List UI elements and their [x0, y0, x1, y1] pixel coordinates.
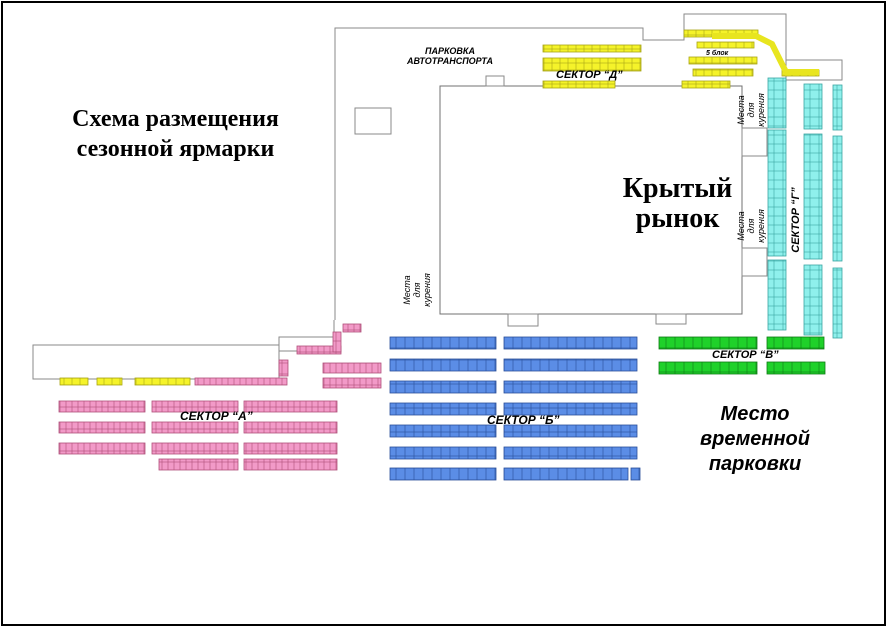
smoking-1-line-3: курения [755, 93, 766, 127]
sector-a-stall-row [194, 377, 288, 386]
sector-a-stalls [58, 323, 382, 471]
smoking-area-1: Места для курения [736, 93, 767, 127]
block-note: 5 блок [706, 50, 729, 57]
sector-b-stall-row [389, 424, 497, 438]
sector-b-stall-row [503, 336, 638, 350]
sector-b-stall-row [503, 467, 629, 481]
sector-b-label: СЕКТОР “Б” [487, 413, 560, 427]
building-outlines [32, 13, 843, 380]
temp-parking-line-3: парковки [708, 453, 802, 475]
sector-v-stall-row [766, 361, 826, 375]
sector-a-stall-row [58, 400, 146, 413]
sector-a-stall-row [58, 442, 146, 455]
sector-d-stall-row [692, 68, 754, 77]
sector-d-stall-row [688, 56, 758, 65]
sector-b-stall-row [389, 358, 497, 372]
sector-a-stall-row [342, 323, 362, 333]
temp-parking-line-2: временной [700, 428, 810, 450]
sector-d-stall-row [96, 377, 123, 386]
sector-d-stall-row [134, 377, 191, 386]
market-line-1: Крытый [622, 173, 733, 204]
sector-v-stalls [658, 336, 826, 375]
sector-g-stall-row [767, 259, 787, 331]
sector-b-stall-row [389, 380, 497, 394]
map-title: Схема размещения сезонной ярмарки [48, 104, 303, 164]
sector-a-stall-row [243, 400, 338, 413]
market-line-2: рынок [635, 203, 720, 235]
sector-g-stall-row [832, 84, 843, 131]
temp-parking-line-1: Место [720, 403, 790, 425]
sector-a-stall-row [243, 421, 338, 434]
sector-g-stall-row [767, 77, 787, 129]
sector-b-stall-row [389, 402, 497, 416]
smoking-2-line-3: курения [755, 209, 766, 243]
sector-a-stall-row [151, 400, 239, 413]
sector-a-stall-row [58, 421, 146, 434]
sector-a-stall-row [278, 359, 289, 377]
smoking-area-2: Места для курения [736, 209, 767, 243]
sector-a-label: СЕКТОР “А” [180, 409, 253, 423]
sector-d-stall-row [542, 44, 642, 53]
sector-b-stall-row [503, 402, 638, 416]
sector-b-stalls [389, 336, 641, 481]
smoking-area-3: Места для курения [402, 273, 433, 307]
sector-a-stall-row [322, 377, 382, 389]
sector-b-stall-row [630, 467, 641, 481]
parking-line-2: АВТОТРАНСПОРТА [406, 56, 494, 67]
sector-v-label: СЕКТОР “В” [712, 349, 779, 361]
title-line-1: Схема размещения [72, 106, 279, 132]
sector-d-stall-row [59, 377, 89, 386]
parking-line-1: ПАРКОВКА [425, 46, 475, 56]
sector-b-stall-row [389, 336, 497, 350]
sector-v-stall-row [766, 336, 825, 350]
sector-g-stall-row [832, 267, 843, 339]
sector-b-stall-row [503, 358, 638, 372]
covered-market-label: Крытый рынок [605, 173, 750, 235]
sector-d-connector-row [712, 33, 819, 75]
sector-g-stall-row [832, 135, 843, 262]
sector-b-stall-row [389, 467, 497, 481]
sector-d-stall-row [681, 80, 731, 89]
sector-a-stall-row [322, 362, 382, 374]
sector-b-stall-row [503, 446, 638, 460]
sector-g-stall-row [803, 83, 823, 130]
sector-a-stall-row [332, 331, 342, 353]
sector-a-stall-row [151, 442, 239, 455]
smoking-3-line-3: курения [421, 273, 432, 307]
sector-g-label: СЕКТОР “Г” [790, 187, 802, 253]
sector-d-stall-row [542, 80, 616, 89]
sector-g-stall-row [803, 264, 823, 336]
sector-g-stall-row [767, 129, 787, 257]
sector-b-stall-row [389, 446, 497, 460]
sector-v-stall-row [658, 336, 758, 350]
sector-d-stall-row [696, 41, 755, 49]
sector-d-label: СЕКТОР “Д” [556, 69, 623, 81]
title-line-2: сезонной ярмарки [76, 136, 275, 162]
sector-b-stall-row [503, 424, 638, 438]
temp-parking-label: Место временной парковки [680, 402, 830, 477]
parking-label: ПАРКОВКА АВТОТРАНСПОРТА [388, 46, 512, 67]
sector-g-stalls [767, 77, 843, 339]
sector-a-stall-row [151, 421, 239, 434]
sector-g-stall-row [803, 133, 823, 260]
sector-v-stall-row [658, 361, 758, 375]
sector-d-stall-row [542, 57, 642, 72]
sector-b-stall-row [503, 380, 638, 394]
sector-a-stall-row [243, 458, 338, 471]
sector-a-stall-row [158, 458, 239, 471]
sector-a-stall-row [243, 442, 338, 455]
